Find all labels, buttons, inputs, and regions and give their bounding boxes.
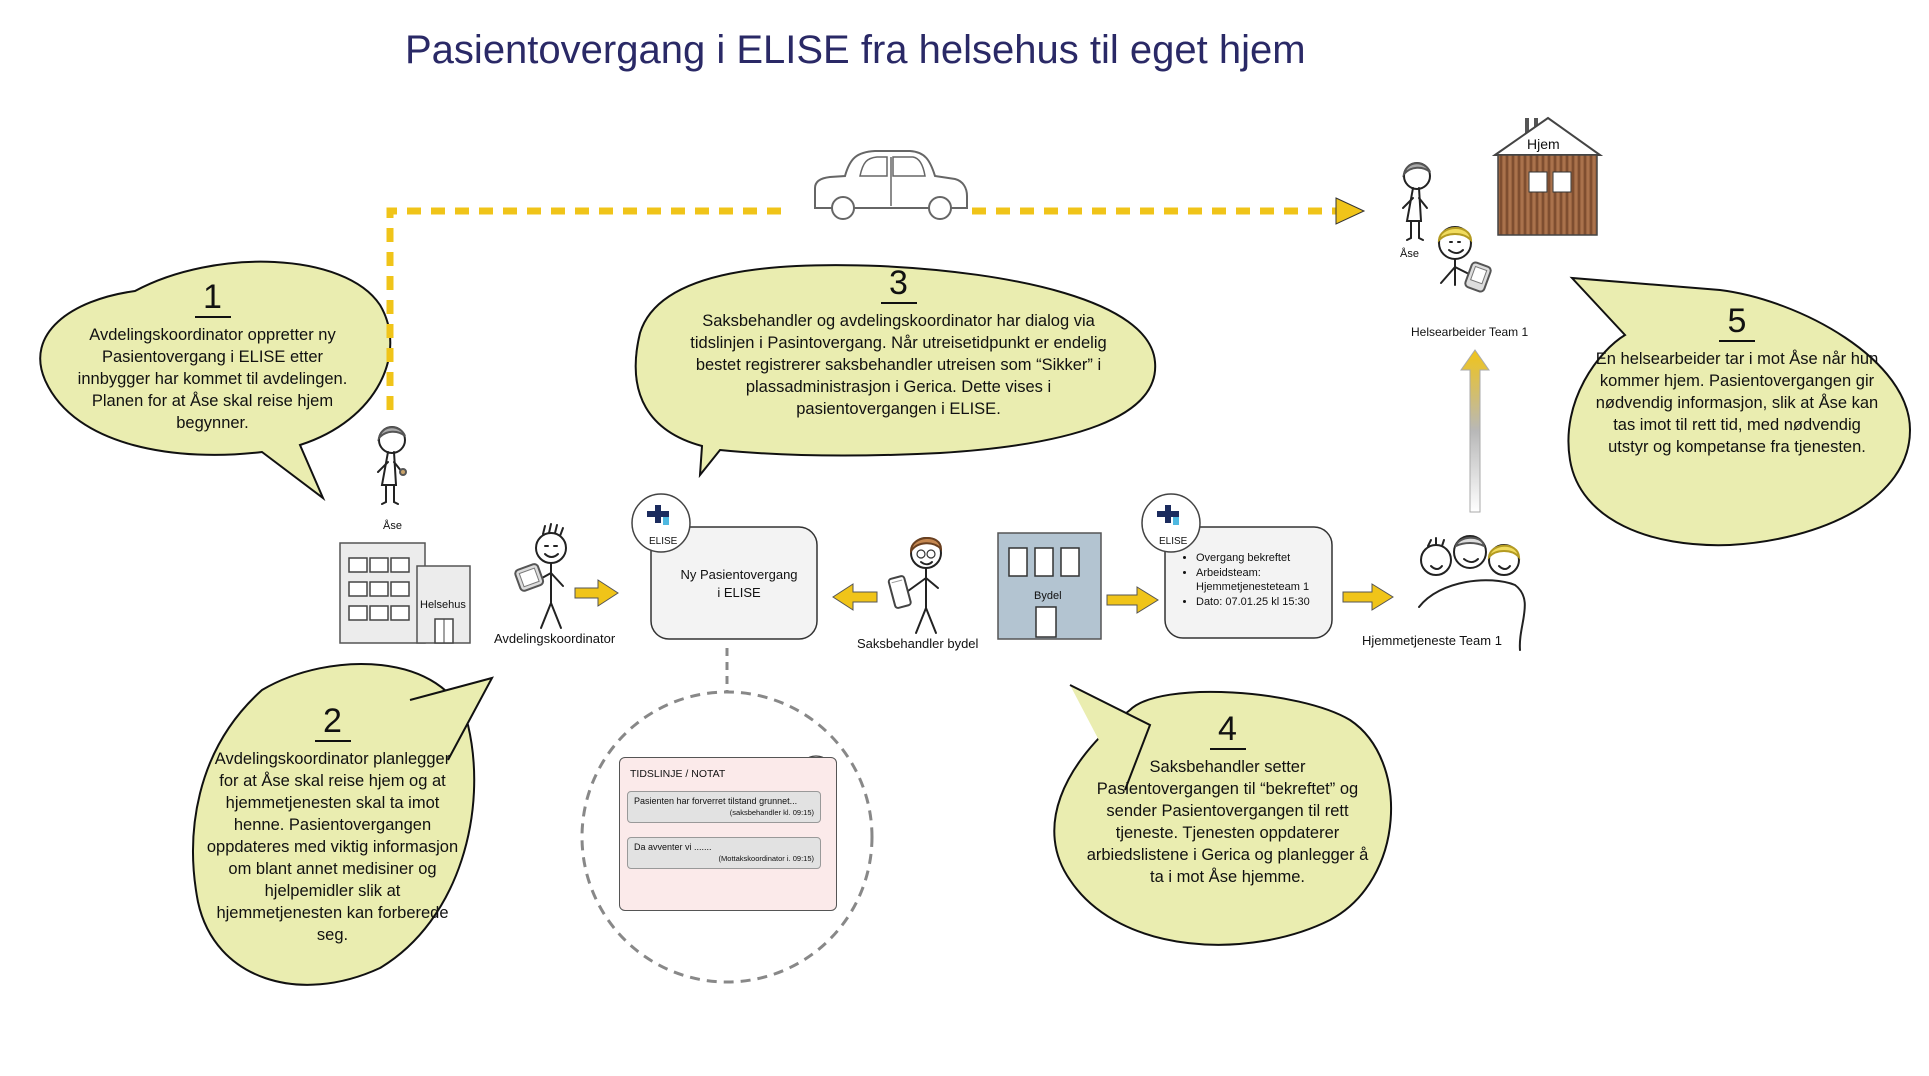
arrow-team-to-helsearbeider: [1460, 349, 1490, 513]
home-house: [1491, 116, 1604, 236]
hjem-label: Hjem: [1527, 136, 1560, 152]
step-5-text: 5 En helsearbeider tar i mot Åse når hun…: [1592, 302, 1882, 458]
card-new-pasientovergang-shape: [650, 526, 818, 640]
speech-bubble-1: [39, 260, 392, 502]
step-4-number: 4: [1209, 710, 1246, 750]
status-list: Overgang bekreftet Arbeidsteam: Hjemmetj…: [1170, 551, 1330, 609]
elise-logo-icon: [631, 493, 691, 553]
helsehus-building: [339, 542, 471, 644]
ase-home-figure-icon: [1402, 162, 1431, 241]
card-new-text: Ny Pasientovergang i ELISE: [680, 567, 798, 600]
step-4-text: 4 Saksbehandler setter Pasientovergangen…: [1085, 710, 1370, 888]
page-title: Pasientovergang i ELISE fra helsehus til…: [405, 28, 1306, 72]
elise-logo-label: ELISE: [1159, 536, 1188, 547]
saksbehandler-figure-icon: [887, 537, 943, 634]
elise-logo-label: ELISE: [649, 536, 678, 547]
speech-bubble-5: [1567, 276, 1912, 547]
avdelingskoordinator-figure-icon: [514, 523, 567, 629]
timeline-message: Pasienten har forverret tilstand grunnet…: [627, 791, 821, 823]
step-3-text: 3 Saksbehandler og avdelingskoordinator …: [676, 264, 1121, 420]
arrow-koordinator-to-elise: [574, 579, 619, 607]
status-item: Dato: 07.01.25 kl 15:30: [1196, 595, 1330, 609]
arrow-saksbehandler-to-elise: [832, 583, 878, 611]
ase-figure-icon: [377, 426, 407, 505]
step-2-number: 2: [314, 702, 351, 742]
card-new-pasientovergang[interactable]: Ny Pasientovergang i ELISE: [680, 566, 798, 602]
card-status-shape: [1164, 526, 1333, 639]
step-2-description: Avdelingskoordinator planlegger for at Å…: [206, 750, 459, 944]
travel-route: [386, 197, 1366, 410]
step-1-text: 1 Avdelingskoordinator oppretter ny Pasi…: [70, 278, 355, 434]
car-icon: [814, 150, 968, 220]
helsehus-label: Helsehus: [420, 599, 466, 611]
arrow-bydel-to-status: [1106, 586, 1159, 614]
helsearbeider-figure-icon: [1437, 226, 1492, 293]
timeline-message-author: (saksbehandler kl. 09:15): [729, 808, 814, 817]
status-item: Arbeidsteam: Hjemmetjenesteteam 1: [1196, 566, 1330, 594]
ase-label: Åse: [383, 520, 402, 532]
step-3-description: Saksbehandler og avdelingskoordinator ha…: [690, 312, 1107, 418]
status-item: Overgang bekreftet: [1196, 551, 1330, 565]
step-5-description: En helsearbeider tar i mot Åse når hun k…: [1595, 350, 1879, 456]
step-1-description: Avdelingskoordinator oppretter ny Pasien…: [77, 326, 348, 432]
step-1-number: 1: [194, 278, 231, 318]
step-4-description: Saksbehandler setter Pasientovergangen t…: [1086, 758, 1369, 886]
card-status[interactable]: Overgang bekreftet Arbeidsteam: Hjemmetj…: [1170, 551, 1330, 610]
timeline-panel: TIDSLINJE / NOTAT Pasienten har forverre…: [619, 757, 837, 911]
timeline-message-author: (Mottakskoordinator i. 09:15): [718, 854, 814, 863]
hjemmetjeneste-label: Hjemmetjeneste Team 1: [1362, 633, 1502, 648]
bydel-label: Bydel: [1034, 590, 1062, 602]
timeline-message: Da avventer vi ....... (Mottakskoordinat…: [627, 837, 821, 869]
arrow-status-to-team: [1342, 583, 1394, 611]
bydel-building: [997, 532, 1102, 640]
timeline-message-text: Pasienten har forverret tilstand grunnet…: [634, 796, 798, 806]
speech-bubble-3: [634, 264, 1157, 479]
step-3-number: 3: [880, 264, 917, 304]
step-5-number: 5: [1719, 302, 1755, 342]
speech-bubble-2: [192, 662, 494, 986]
elise-logo-icon: [1141, 493, 1201, 553]
timeline-message-text: Da avventer vi .......: [634, 842, 712, 852]
step-2-text: 2 Avdelingskoordinator planlegger for at…: [205, 702, 460, 946]
helsearbeider-label: Helsearbeider Team 1: [1411, 325, 1529, 339]
speech-bubble-4: [1053, 684, 1393, 946]
ase-home-label: Åse: [1400, 248, 1419, 260]
avdelingskoordinator-label: Avdelingskoordinator: [494, 631, 616, 646]
saksbehandler-label: Saksbehandler bydel: [857, 636, 979, 651]
timeline-title: TIDSLINJE / NOTAT: [630, 768, 726, 780]
hjemmetjeneste-team-icon: [1418, 535, 1526, 651]
